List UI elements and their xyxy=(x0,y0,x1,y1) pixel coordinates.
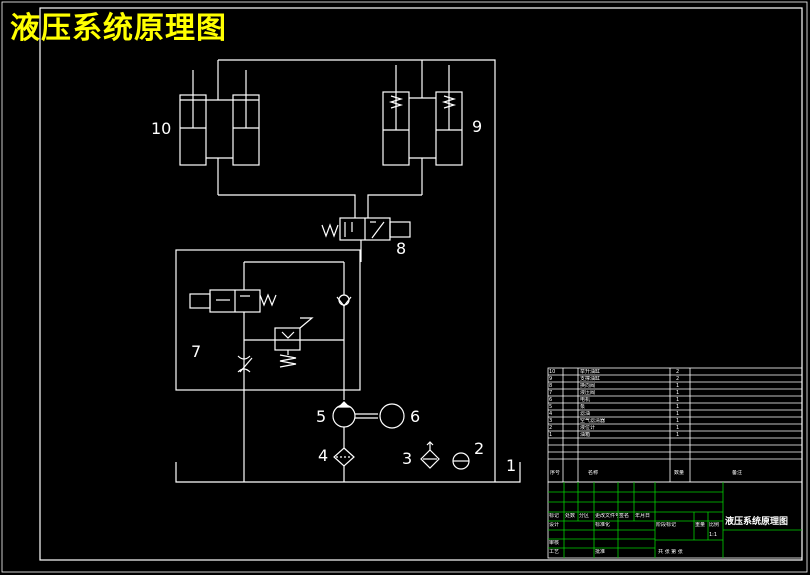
tb-stage: 阶段标记 xyxy=(656,522,677,528)
parts-row-no: 2 xyxy=(549,425,553,431)
parts-row-name: 换向阀 xyxy=(580,383,596,389)
label-lift-cylinders: 10 xyxy=(151,119,172,138)
parts-row-no: 7 xyxy=(549,390,553,396)
parts-row-name: 电机 xyxy=(580,397,591,403)
parts-row-no: 4 xyxy=(549,411,553,417)
parts-list-table xyxy=(547,367,803,483)
inner-border xyxy=(39,7,803,561)
return-line xyxy=(218,59,496,482)
tb-review: 审核 xyxy=(549,540,560,546)
parts-row-name: 泵 xyxy=(580,404,586,410)
parts-row-qty: 1 xyxy=(676,383,680,389)
label-tank: 1 xyxy=(506,456,517,475)
parts-row-no: 5 xyxy=(549,404,553,410)
tb-process: 工艺 xyxy=(549,549,560,555)
parts-row-qty: 1 xyxy=(676,404,680,410)
valve-block xyxy=(175,249,361,391)
tb-sign: 签名 xyxy=(619,513,630,519)
label-motor: 6 xyxy=(410,407,421,426)
valve-block-internals xyxy=(189,261,352,482)
label-level-gauge: 2 xyxy=(474,439,485,458)
parts-row-no: 8 xyxy=(549,383,553,389)
parts-header-note: 备注 xyxy=(732,470,743,476)
label-directional-valve: 8 xyxy=(396,239,407,258)
oil-tank xyxy=(175,462,521,483)
parts-row-qty: 2 xyxy=(676,369,680,375)
parts-row-name: 液位计 xyxy=(580,425,596,431)
tb-change-doc: 更改文件号 xyxy=(595,513,618,519)
directional-valve xyxy=(321,217,411,262)
tb-sheet-info: 共 张 第 张 xyxy=(658,549,683,555)
parts-row-qty: 2 xyxy=(676,376,680,382)
tb-design: 设计 xyxy=(549,522,560,528)
tb-standardize: 标准化 xyxy=(595,522,611,528)
air-breather xyxy=(420,441,440,469)
parts-row-no: 9 xyxy=(549,376,553,382)
parts-row-qty: 1 xyxy=(676,425,680,431)
label-pump: 5 xyxy=(316,407,327,426)
parts-row-no: 1 xyxy=(549,432,553,438)
parts-row-name: 举升油缸 xyxy=(580,369,601,375)
parts-row-no: 10 xyxy=(549,369,556,375)
tb-scale-value: 1:1 xyxy=(709,532,718,538)
parts-row-name: 空气滤清器 xyxy=(580,418,606,424)
label-valve-block: 7 xyxy=(191,342,202,361)
label-filter: 4 xyxy=(318,446,329,465)
parts-header-qty: 数量 xyxy=(674,470,685,476)
parts-row-no: 6 xyxy=(549,397,553,403)
parts-row-qty: 1 xyxy=(676,432,680,438)
parts-header-name: 名称 xyxy=(588,470,599,476)
tb-mark: 标记 xyxy=(549,513,560,519)
title-block xyxy=(547,481,803,559)
tb-scale: 比例 xyxy=(709,522,720,528)
drawing-title: 液压系统原理图 xyxy=(10,11,227,46)
tb-date: 年月日 xyxy=(635,513,651,519)
parts-row-qty: 1 xyxy=(676,411,680,417)
parts-row-name: 液压阀 xyxy=(580,390,596,396)
parts-row-name: 支撑油缸 xyxy=(580,376,601,382)
parts-row-qty: 1 xyxy=(676,418,680,424)
filter xyxy=(333,447,355,482)
label-support-cylinders: 9 xyxy=(472,117,483,136)
lift-cylinders xyxy=(179,60,260,195)
tb-count: 处数 xyxy=(565,513,576,519)
level-gauge xyxy=(452,452,470,470)
parts-row-name: 滤油 xyxy=(580,411,591,417)
parts-row-qty: 1 xyxy=(676,397,680,403)
support-cylinders xyxy=(382,60,463,195)
tb-weight: 重量 xyxy=(695,522,706,528)
tb-zone: 分区 xyxy=(579,513,590,519)
parts-row-name: 油箱 xyxy=(580,432,591,438)
title-block-drawing-title: 液压系统原理图 xyxy=(725,517,789,527)
tb-approve: 批准 xyxy=(595,549,606,555)
parts-row-no: 3 xyxy=(549,418,553,424)
parts-header-no: 序号 xyxy=(550,470,561,476)
parts-row-qty: 1 xyxy=(676,390,680,396)
motor xyxy=(379,403,405,429)
label-air-breather: 3 xyxy=(402,449,413,468)
pump xyxy=(332,401,378,448)
